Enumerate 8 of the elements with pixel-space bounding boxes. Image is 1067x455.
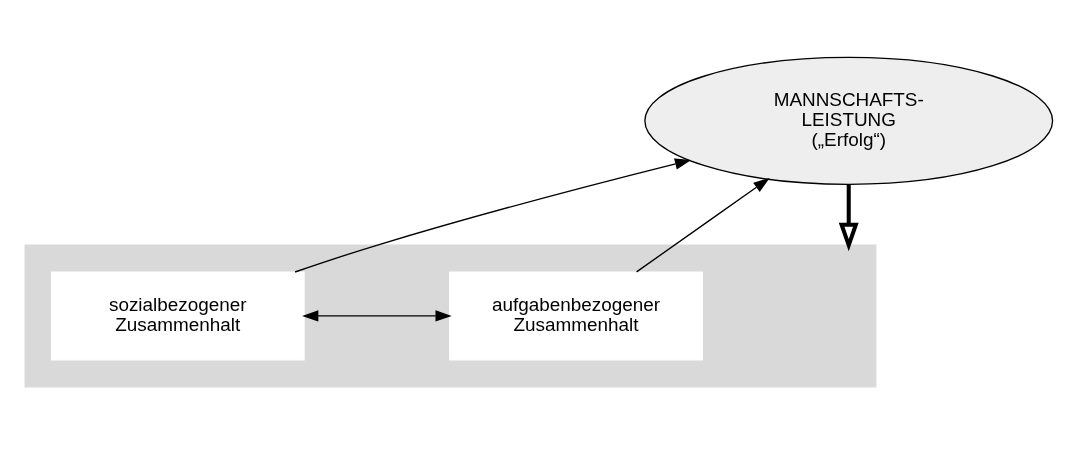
arrow [635,177,770,273]
node-ellipse: MANNSCHAFTS- LEISTUNG („Erfolg“) [644,56,1054,185]
node-box: sozialbezogener Zusammenhalt [50,271,305,361]
arrow [838,184,859,252]
arrow [294,158,692,273]
cluster [24,244,877,388]
node-box: aufgabenbezogener Zusammenhalt [449,271,703,361]
arrow [302,310,452,322]
